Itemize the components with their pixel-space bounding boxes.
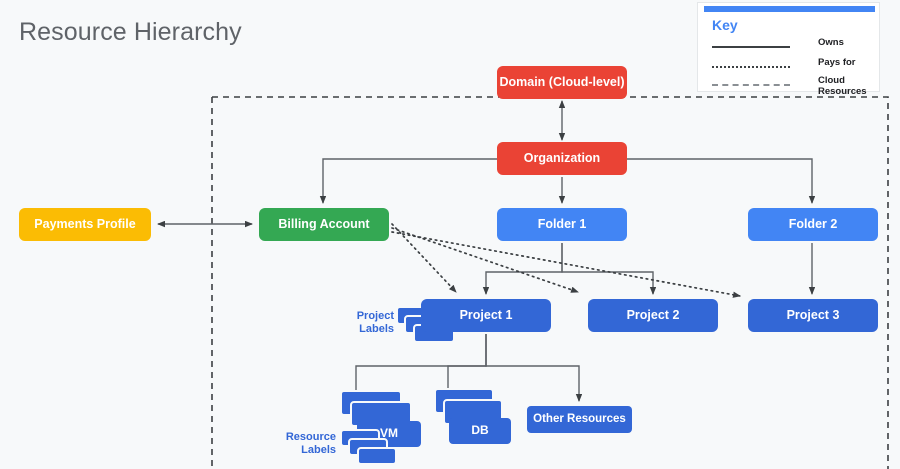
legend-accent-bar	[704, 6, 875, 12]
node-project-2[interactable]: Project 2	[588, 299, 718, 332]
node-other-resources[interactable]: Other Resources	[527, 406, 632, 433]
legend-row-pays-for: Pays for	[712, 57, 872, 75]
node-folder-1[interactable]: Folder 1	[497, 208, 627, 241]
edge-folder1-project2	[561, 243, 657, 295]
edge-billing-project2-paysfor	[391, 227, 579, 293]
edge-folder1-project1	[482, 243, 563, 295]
node-project-1[interactable]: Project 1	[421, 299, 551, 332]
edge-organization-billing	[319, 158, 497, 204]
resource-labels-line-1: Resource	[285, 431, 336, 443]
legend-swatch-solid-line	[712, 46, 790, 48]
node-project-3[interactable]: Project 3	[748, 299, 878, 332]
node-payments-profile[interactable]: Payments Profile	[19, 208, 151, 241]
legend-key-panel: Key Owns Pays for Cloud Resources	[697, 2, 880, 97]
legend-label-pays-for: Pays for	[818, 57, 856, 68]
edge-billing-project3-paysfor	[391, 231, 741, 298]
project-labels-line-2: Labels	[359, 323, 394, 335]
project-labels-text: Project Labels	[348, 310, 394, 336]
edge-project1-other	[485, 334, 583, 402]
page-title: Resource Hierarchy	[19, 18, 242, 46]
legend-row-cloud-resources: Cloud Resources	[712, 75, 872, 97]
node-db[interactable]: DB	[449, 418, 511, 444]
node-folder-2[interactable]: Folder 2	[748, 208, 878, 241]
node-domain[interactable]: Domain (Cloud-level)	[497, 66, 627, 99]
legend-swatch-dotted-line	[712, 66, 790, 68]
legend-label-cloud-resources: Cloud Resources	[818, 75, 867, 97]
edge-organization-folder2	[627, 158, 816, 204]
legend-swatch-dashed-line	[712, 84, 790, 86]
legend-label-owns: Owns	[818, 37, 844, 48]
resource-labels-line-2: Labels	[301, 444, 336, 456]
legend-row-owns: Owns	[712, 37, 872, 55]
resource-labels-icon	[340, 429, 400, 465]
node-billing-account[interactable]: Billing Account	[259, 208, 389, 241]
node-organization[interactable]: Organization	[497, 142, 627, 175]
cloud-boundary	[211, 96, 889, 469]
vm-stack-icon	[340, 390, 426, 430]
resource-labels-text: Resource Labels	[280, 431, 336, 457]
edge-project1-db	[444, 334, 487, 397]
project-labels-line-1: Project	[356, 310, 394, 322]
edge-billing-project1-paysfor	[391, 223, 457, 293]
legend-title: Key	[712, 17, 738, 33]
